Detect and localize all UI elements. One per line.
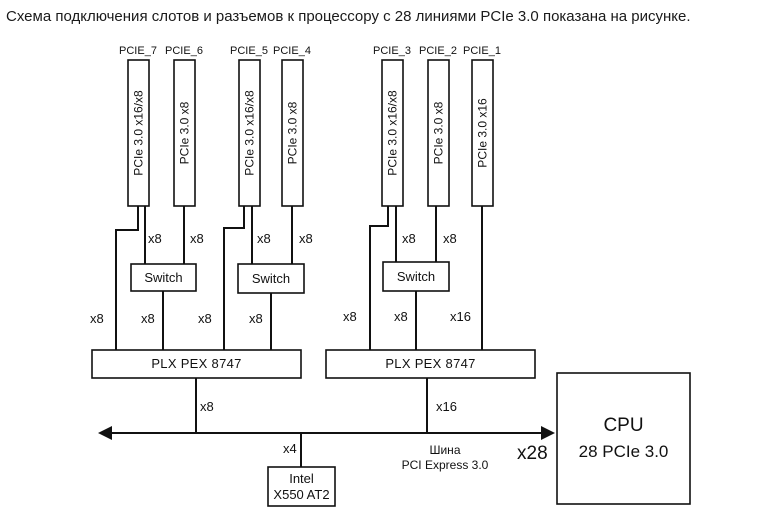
figure-caption: Схема подключения слотов и разъемов к пр… — [6, 8, 691, 25]
bus-label-line2: PCI Express 3.0 — [402, 458, 489, 472]
lane-labels: x8 x8 x8 x8 x8 x8 x8 x8 x8 x8 x8 x8 x16 … — [90, 231, 548, 464]
lane-cpu: x28 — [517, 443, 548, 464]
switch-a-box — [130, 263, 197, 292]
slot-pcie-2: PCIE_2 PCIe 3.0 x8 — [419, 45, 457, 207]
pcie-slots: PCIE_7 PCIe 3.0 x16/x8 PCIE_6 PCIe 3.0 x… — [119, 45, 501, 207]
switch-a: Switch — [130, 263, 197, 292]
lane-switch-b-plx: x8 — [249, 311, 263, 326]
wire-pcie5-to-plx-left — [223, 206, 245, 350]
switch-c-box — [382, 261, 450, 292]
lane-pcie5-plx: x8 — [198, 311, 212, 326]
switch-c: Switch — [382, 261, 450, 292]
plx-right: PLX PEX 8747 — [325, 349, 536, 379]
slot-pcie-3-connector — [381, 59, 404, 207]
lane-switch-a-plx: x8 — [141, 311, 155, 326]
slot-pcie-7-connector — [127, 59, 150, 207]
connection-lines — [98, 206, 555, 467]
slot-pcie-2-spec: PCIe 3.0 x8 — [432, 101, 446, 164]
switch-a-label: Switch — [144, 270, 182, 285]
lane-pcie7-switch: x8 — [148, 231, 162, 246]
switch-b-label: Switch — [252, 271, 290, 286]
lane-pcie6-switch: x8 — [190, 231, 204, 246]
switch-b: Switch — [237, 263, 305, 294]
plx-left-box — [91, 349, 302, 379]
slot-pcie-4-spec: PCIe 3.0 x8 — [286, 101, 300, 164]
intel-nic-line1: Intel — [289, 471, 314, 486]
plx-left-label: PLX PEX 8747 — [151, 356, 241, 371]
slot-pcie-1-spec: PCIe 3.0 x16 — [476, 98, 490, 168]
lane-pcie1-plx: x16 — [450, 309, 471, 324]
slot-pcie-6-id: PCIE_6 — [165, 45, 203, 57]
slot-pcie-1-connector — [471, 59, 494, 207]
slot-pcie-6-connector — [173, 59, 196, 207]
slot-pcie-7: PCIE_7 PCIe 3.0 x16/x8 — [119, 45, 157, 207]
wire-pcie7-to-plx-left — [115, 206, 139, 350]
slot-pcie-4: PCIE_4 PCIe 3.0 x8 — [273, 45, 311, 207]
slot-pcie-5-connector — [238, 59, 261, 207]
slot-pcie-3-spec: PCIe 3.0 x16/x8 — [386, 90, 400, 176]
plx-right-label: PLX PEX 8747 — [385, 356, 475, 371]
slot-pcie-3-id: PCIE_3 — [373, 45, 411, 57]
lane-pcie7-plx: x8 — [90, 311, 104, 326]
slot-pcie-6: PCIE_6 PCIe 3.0 x8 — [165, 45, 203, 207]
bus-arrow-right-icon — [541, 426, 555, 440]
slot-pcie-1: PCIE_1 PCIe 3.0 x16 — [463, 45, 501, 207]
slot-pcie-5: PCIE_5 PCIe 3.0 x16/x8 — [230, 45, 268, 207]
bus-label-line1: Шина — [429, 443, 460, 457]
lane-pcie3-switch: x8 — [402, 231, 416, 246]
lane-pcie4-switch: x8 — [299, 231, 313, 246]
plx-left: PLX PEX 8747 — [91, 349, 302, 379]
slot-pcie-7-spec: PCIe 3.0 x16/x8 — [132, 90, 146, 176]
bus-arrow-left-icon — [98, 426, 112, 440]
lane-nic-bus: x4 — [283, 441, 297, 456]
lane-plx-right-bus: x16 — [436, 399, 457, 414]
lane-plx-left-bus: x8 — [200, 399, 214, 414]
slot-pcie-5-spec: PCIe 3.0 x16/x8 — [243, 90, 257, 176]
switch-c-label: Switch — [397, 269, 435, 284]
slot-pcie-2-connector — [427, 59, 450, 207]
slot-pcie-4-connector — [281, 59, 304, 207]
wire-pcie3-to-plx-right — [369, 206, 389, 350]
slot-pcie-5-id: PCIE_5 — [230, 45, 268, 57]
switch-b-box — [237, 263, 305, 294]
intel-nic-line2: X550 AT2 — [273, 487, 329, 502]
slot-pcie-7-id: PCIE_7 — [119, 45, 157, 57]
cpu: CPU 28 PCIe 3.0 — [556, 372, 691, 505]
slot-pcie-1-id: PCIE_1 — [463, 45, 501, 57]
cpu-label-line1: CPU — [603, 415, 643, 436]
intel-nic: Intel X550 AT2 — [267, 466, 336, 507]
plx-right-box — [325, 349, 536, 379]
slot-pcie-4-id: PCIE_4 — [273, 45, 311, 57]
lane-pcie3-plx: x8 — [343, 309, 357, 324]
cpu-box — [556, 372, 691, 505]
cpu-label-line2: 28 PCIe 3.0 — [579, 442, 669, 461]
lane-pcie2-switch: x8 — [443, 231, 457, 246]
lane-pcie5-switch: x8 — [257, 231, 271, 246]
intel-nic-box — [267, 466, 336, 507]
lane-switch-c-plx: x8 — [394, 309, 408, 324]
slot-pcie-3: PCIE_3 PCIe 3.0 x16/x8 — [373, 45, 411, 207]
slot-pcie-6-spec: PCIe 3.0 x8 — [178, 101, 192, 164]
slot-pcie-2-id: PCIE_2 — [419, 45, 457, 57]
